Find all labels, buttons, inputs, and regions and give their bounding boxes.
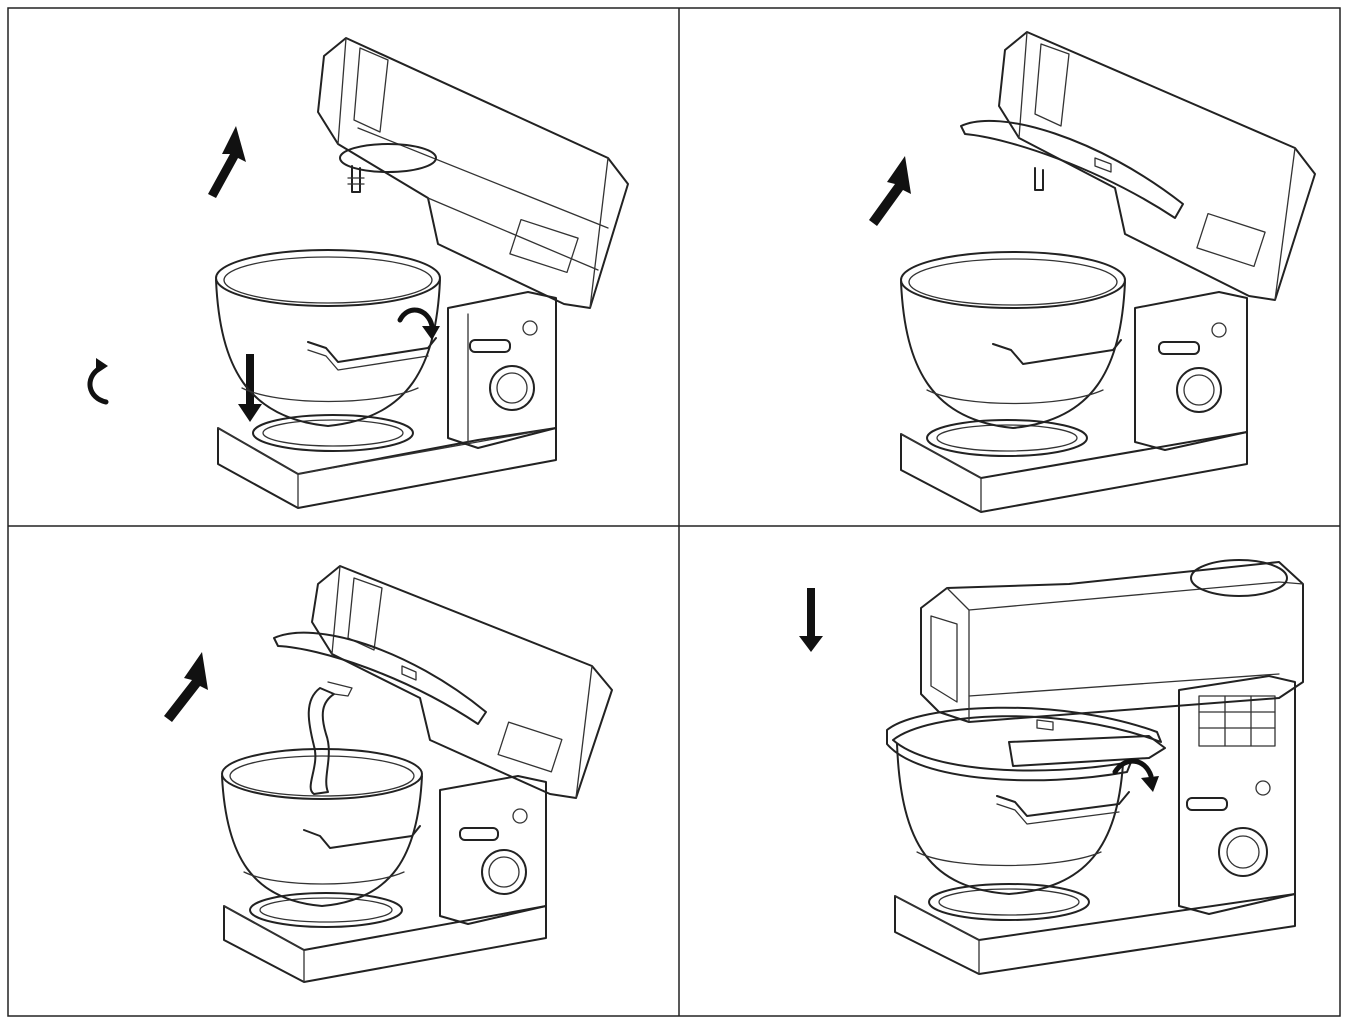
- indicator-light: [522, 320, 538, 336]
- mixer-head: [920, 559, 1304, 723]
- mixer-base: [894, 883, 1296, 975]
- rotate-ccw-icon: [87, 358, 109, 405]
- mixing-bowl: [900, 251, 1126, 429]
- beater-shaft: [339, 143, 437, 193]
- speed-knob: [481, 849, 527, 895]
- control-display: [509, 218, 579, 274]
- mixer-column: [1134, 291, 1248, 451]
- speed-knob: [1218, 827, 1268, 877]
- up-arrow-icon: [869, 156, 911, 226]
- mixer-column: [1178, 675, 1296, 915]
- control-display: [1196, 212, 1266, 268]
- mixing-bowl: [896, 743, 1130, 895]
- release-lever: [1186, 797, 1228, 811]
- mixer-head: [998, 31, 1316, 301]
- dough-hook: [307, 681, 353, 795]
- release-lever: [459, 827, 499, 841]
- rotate-lock-icon: [1112, 758, 1159, 792]
- control-display: [497, 721, 563, 773]
- mixer-base: [900, 419, 1248, 513]
- splash-guard: [960, 119, 1184, 219]
- down-arrow-icon: [799, 588, 823, 652]
- up-arrow-icon: [208, 126, 246, 198]
- release-lever: [1158, 341, 1200, 355]
- panel-step-2: [679, 8, 1340, 526]
- mixer-base: [217, 414, 557, 509]
- speed-knob: [1176, 367, 1222, 413]
- beater-shaft: [1034, 167, 1044, 191]
- mixing-bowl: [215, 249, 441, 427]
- down-arrow-icon: [238, 354, 262, 422]
- release-lever: [469, 339, 511, 353]
- mixer-base: [223, 892, 547, 983]
- mixing-bowl: [221, 748, 423, 907]
- mixer-column: [439, 775, 547, 925]
- indicator-light: [512, 808, 528, 824]
- attachment-port: [1190, 559, 1288, 597]
- indicator-light: [1255, 780, 1271, 796]
- indicator-light: [1211, 322, 1227, 338]
- splash-guard: [273, 631, 487, 725]
- up-arrow-icon: [164, 652, 208, 722]
- mixer-head: [317, 37, 629, 309]
- control-display: [1198, 695, 1276, 747]
- rotate-bowl-icon: [397, 307, 440, 340]
- panel-step-4: [679, 526, 1340, 1016]
- mixer-column: [447, 291, 557, 449]
- speed-knob: [489, 365, 535, 411]
- splash-guard: [886, 706, 1166, 782]
- panel-step-3: [8, 526, 679, 1016]
- mixer-head: [311, 565, 613, 799]
- panel-step-1: [8, 8, 679, 526]
